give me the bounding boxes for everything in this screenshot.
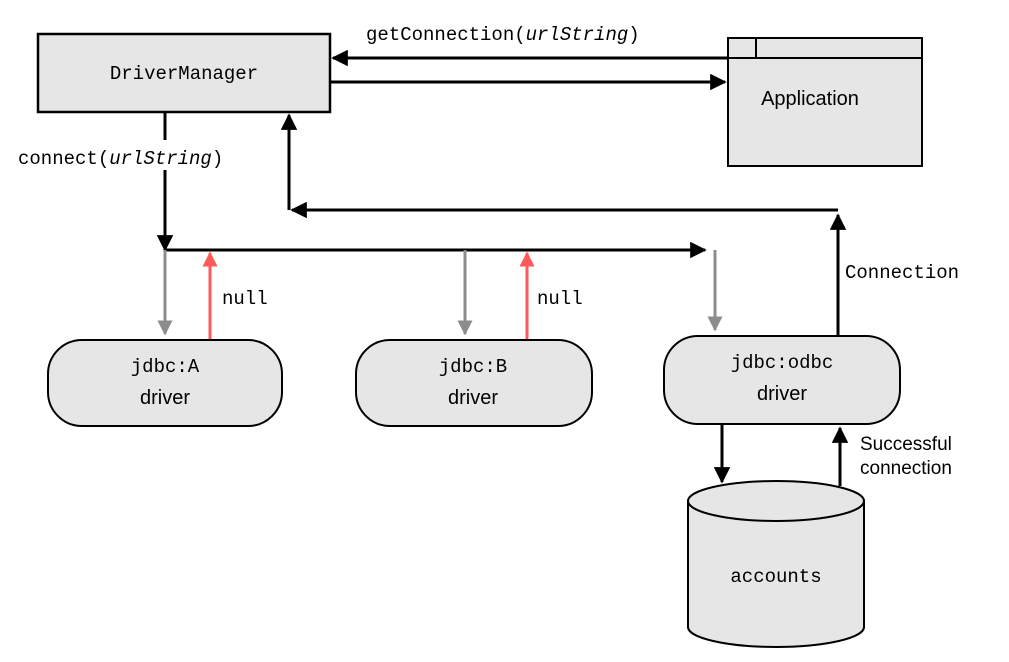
driver-a-kind: driver xyxy=(140,387,190,409)
driver-odbc-kind: driver xyxy=(757,383,807,405)
get-connection-label: getConnection(urlString) xyxy=(366,24,640,46)
successful-connection-label-line2: connection xyxy=(860,458,952,479)
accounts-database-node: accounts xyxy=(687,480,865,648)
application-label: Application xyxy=(761,88,859,110)
driver-odbc-name: jdbc:odbc xyxy=(731,352,834,374)
driver-b-name: jdbc:B xyxy=(439,356,507,378)
driver-b-node: jdbc:B driver xyxy=(355,339,593,427)
driver-manager-node: DriverManager xyxy=(36,32,332,114)
connect-label-bg xyxy=(150,140,266,170)
connect-label: connect(urlString) xyxy=(18,148,223,170)
driver-manager-label: DriverManager xyxy=(110,63,258,85)
accounts-database-label: accounts xyxy=(730,566,821,588)
null-label-b: null xyxy=(537,288,583,310)
application-node: Application xyxy=(727,37,923,167)
null-label-a: null xyxy=(222,288,268,310)
driver-a-name: jdbc:A xyxy=(131,356,200,378)
connection-label: Connection xyxy=(845,262,959,284)
driver-odbc-node: jdbc:odbc driver xyxy=(663,335,901,425)
driver-b-kind: driver xyxy=(448,387,498,409)
driver-a-node: jdbc:A driver xyxy=(47,339,283,427)
successful-connection-label-line1: Successful xyxy=(860,434,952,455)
